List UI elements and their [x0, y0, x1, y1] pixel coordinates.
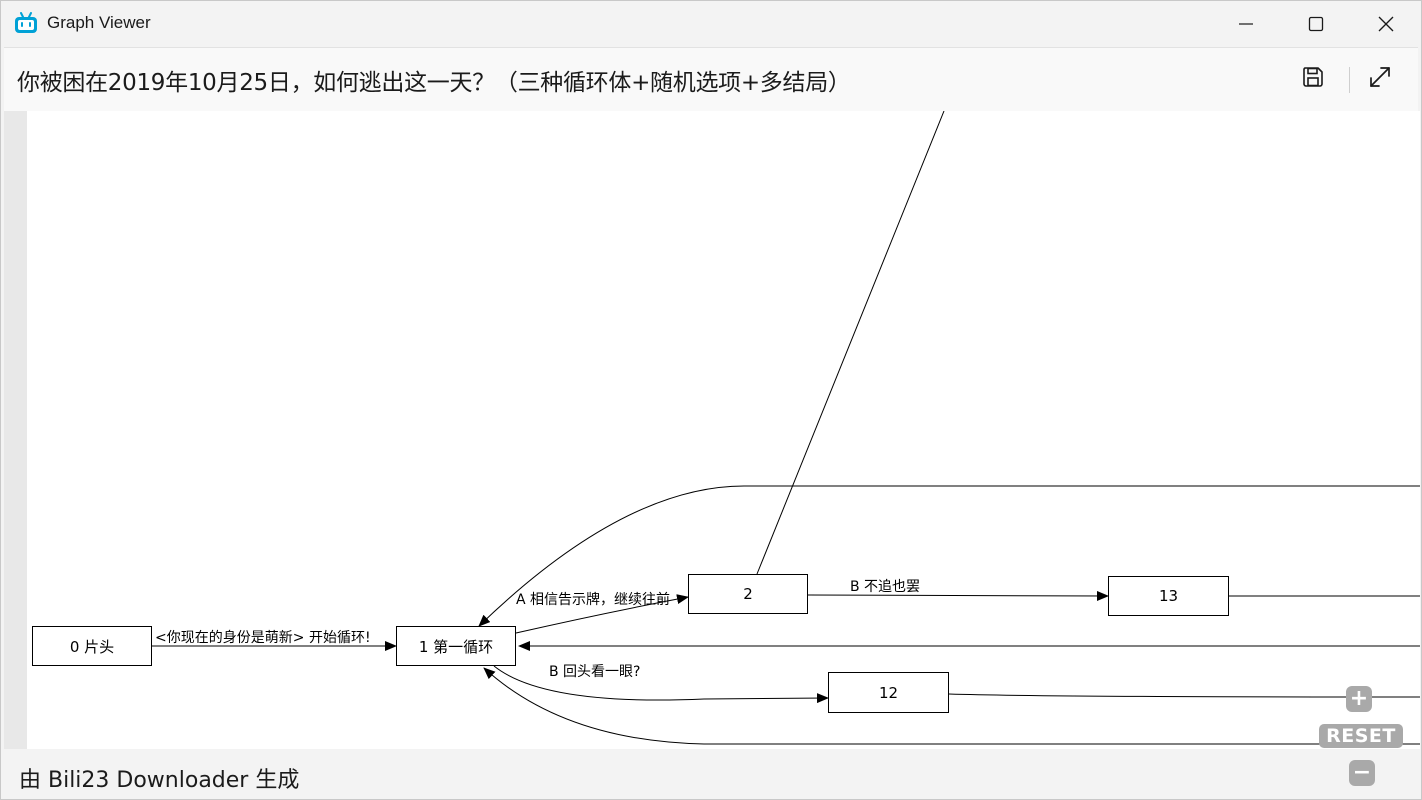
title-bar[interactable]: Graph Viewer — [1, 1, 1421, 46]
reset-zoom-button[interactable]: RESET — [1319, 724, 1403, 748]
footer-text: 由 Bili23 Downloader 生成 — [19, 768, 300, 793]
close-button[interactable] — [1351, 1, 1421, 46]
edge-12-out — [948, 693, 1420, 698]
edge-1-to-2 — [515, 594, 689, 634]
minimize-icon — [1238, 16, 1254, 32]
save-icon — [1301, 65, 1325, 93]
bilibili-tv-icon — [14, 12, 38, 34]
graph-node[interactable]: 0 片头 — [32, 626, 152, 666]
edge-label-2-13: B 不追也罢 — [850, 579, 921, 595]
graph-canvas[interactable]: A <你现在的身份是萌新> 开始循环! A 相信告示牌，继续往前 B 不追也罢 … — [4, 111, 1420, 749]
save-button[interactable] — [1296, 62, 1330, 96]
graph-header: 你被困在2019年10月25日，如何逃出这一天？（三种循环体+随机选项+多结局） — [4, 47, 1418, 112]
graph-node[interactable]: 2 — [688, 574, 808, 614]
edge-1-to-12 — [493, 665, 829, 704]
window-title: Graph Viewer — [47, 13, 151, 32]
reset-label: RESET — [1326, 725, 1396, 747]
plus-icon: + — [1349, 686, 1369, 711]
node-label: 0 片头 — [69, 637, 115, 656]
minimize-button[interactable] — [1211, 1, 1281, 46]
node-label: 1 第一循环 — [418, 637, 494, 656]
edge-label-0-1: A <你现在的身份是萌新> 开始循环! — [141, 630, 371, 646]
edge-label-1-12: B 回头看一眼? — [549, 664, 641, 680]
node-label: 13 — [1158, 587, 1179, 605]
maximize-icon — [1308, 16, 1324, 32]
node-label: 2 — [743, 585, 753, 603]
graph-title: 你被困在2019年10月25日，如何逃出这一天？（三种循环体+随机选项+多结局） — [17, 70, 851, 96]
footer: 由 Bili23 Downloader 生成 — [1, 749, 1421, 799]
edge-label-1-2: A 相信告示牌，继续往前 — [516, 592, 671, 608]
edge-loop-top-to-1 — [478, 485, 1420, 627]
edge-2-to-13 — [807, 590, 1109, 601]
edge-loop-bottom-to-1 — [483, 667, 1420, 745]
graph-node[interactable]: 13 — [1108, 576, 1229, 616]
canvas-left-gutter — [4, 111, 27, 749]
graph-edges — [152, 111, 1420, 745]
zoom-out-button[interactable]: − — [1349, 760, 1375, 786]
zoom-in-button[interactable]: + — [1346, 686, 1372, 712]
expand-icon — [1368, 65, 1392, 93]
maximize-button[interactable] — [1281, 1, 1351, 46]
graph-node[interactable]: 12 — [828, 672, 949, 713]
close-icon — [1378, 16, 1394, 32]
header-separator — [1349, 67, 1350, 93]
node-label: 12 — [878, 683, 899, 702]
minus-icon: − — [1352, 760, 1372, 785]
edge-2-up — [756, 111, 945, 575]
graph-node[interactable]: 1 第一循环 — [396, 626, 516, 666]
expand-button[interactable] — [1363, 62, 1397, 96]
